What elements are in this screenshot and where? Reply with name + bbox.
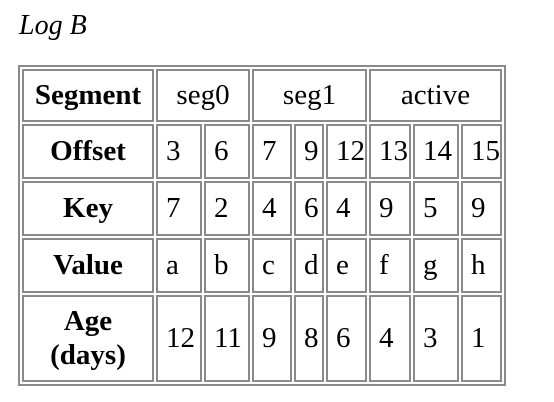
- log-table: Segment seg0 seg1 active Offset 3 6 7 9 …: [18, 65, 506, 386]
- key-cell: 4: [326, 181, 367, 236]
- offset-cell: 13: [369, 124, 411, 179]
- age-cell: 6: [326, 295, 367, 382]
- offset-header: Offset: [22, 124, 154, 179]
- value-cell: b: [204, 238, 250, 293]
- value-cell: h: [461, 238, 502, 293]
- age-cell: 12: [156, 295, 202, 382]
- value-cell: g: [413, 238, 459, 293]
- segment-seg1: seg1: [252, 69, 367, 122]
- offset-cell: 12: [326, 124, 367, 179]
- value-cell: f: [369, 238, 411, 293]
- value-cell: d: [294, 238, 324, 293]
- key-cell: 9: [461, 181, 502, 236]
- segment-active: active: [369, 69, 502, 122]
- key-cell: 2: [204, 181, 250, 236]
- age-row: Age (days) 12 11 9 8 6 4 3 1: [22, 295, 502, 382]
- key-cell: 5: [413, 181, 459, 236]
- value-header: Value: [22, 238, 154, 293]
- value-cell: c: [252, 238, 292, 293]
- segment-row: Segment seg0 seg1 active: [22, 69, 502, 122]
- offset-cell: 7: [252, 124, 292, 179]
- key-cell: 4: [252, 181, 292, 236]
- age-cell: 1: [461, 295, 502, 382]
- offset-cell: 15: [461, 124, 502, 179]
- key-cell: 9: [369, 181, 411, 236]
- offset-cell: 3: [156, 124, 202, 179]
- offset-cell: 6: [204, 124, 250, 179]
- offset-cell: 9: [294, 124, 324, 179]
- value-cell: a: [156, 238, 202, 293]
- key-row: Key 7 2 4 6 4 9 5 9: [22, 181, 502, 236]
- key-header: Key: [22, 181, 154, 236]
- age-header: Age (days): [22, 295, 154, 382]
- age-cell: 4: [369, 295, 411, 382]
- key-cell: 7: [156, 181, 202, 236]
- age-cell: 11: [204, 295, 250, 382]
- log-title: Log B: [19, 10, 87, 41]
- age-cell: 9: [252, 295, 292, 382]
- segment-header: Segment: [22, 69, 154, 122]
- value-cell: e: [326, 238, 367, 293]
- value-row: Value a b c d e f g h: [22, 238, 502, 293]
- offset-cell: 14: [413, 124, 459, 179]
- segment-seg0: seg0: [156, 69, 250, 122]
- age-cell: 3: [413, 295, 459, 382]
- offset-row: Offset 3 6 7 9 12 13 14 15: [22, 124, 502, 179]
- key-cell: 6: [294, 181, 324, 236]
- age-cell: 8: [294, 295, 324, 382]
